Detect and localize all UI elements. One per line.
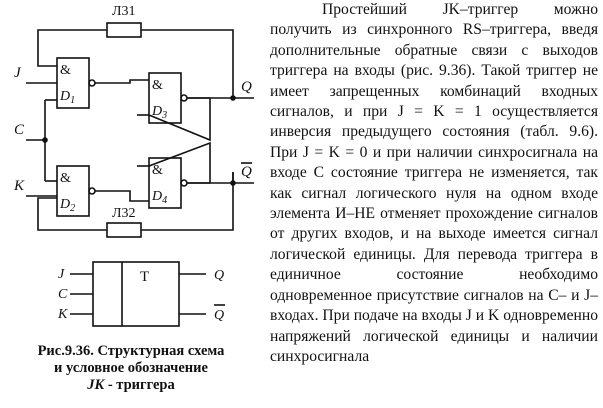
caption-line-3-rest: - триггера xyxy=(107,377,175,393)
figure-caption: Рис.9.36. Структурная схема и условное о… xyxy=(2,343,260,394)
jk-symbol-box xyxy=(92,261,180,327)
gate-d4-label: D4 xyxy=(151,189,167,206)
gate-d1-symbol: & xyxy=(60,63,71,78)
feedback-block-bottom xyxy=(106,222,142,238)
symbol-input-k: K xyxy=(57,307,68,322)
input-c-label: C xyxy=(14,122,25,138)
caption-line-3: JK - триггера xyxy=(2,377,260,394)
symbol-input-c: C xyxy=(58,287,68,302)
gate-d3-label: D3 xyxy=(151,104,167,121)
jk-symbol-t: T xyxy=(140,269,149,285)
symbol-output-q: Q xyxy=(214,268,224,283)
output-qbar-label: Q xyxy=(241,164,252,180)
symbol-input-j: J xyxy=(58,267,65,282)
gate-d3-symbol: & xyxy=(152,78,163,93)
caption-line-1: Рис.9.36. Структурная схема xyxy=(37,343,225,359)
input-j-label: J xyxy=(14,65,22,81)
label-feedback-bottom: Л32 xyxy=(112,206,136,221)
figure-9-36: Л31 Л32 & D1 & D2 & D3 & D4 J C xyxy=(0,0,262,408)
body-text-column: Простейший JK–триггер можно получить из … xyxy=(270,0,598,367)
caption-line-2: и условное обозначение xyxy=(54,360,208,376)
caption-jk: JK xyxy=(87,377,105,393)
gate-d4-symbol: & xyxy=(152,163,163,178)
gate-d2-label: D2 xyxy=(59,197,75,214)
input-k-label: K xyxy=(13,178,25,194)
symbol-output-qbar: Q xyxy=(214,308,224,323)
body-paragraph: Простейший JK–триггер можно получить из … xyxy=(270,1,598,365)
gate-d1-label: D1 xyxy=(59,89,75,106)
output-q-label: Q xyxy=(241,79,252,95)
gate-d2-symbol: & xyxy=(60,171,71,186)
feedback-block-top xyxy=(106,22,142,38)
label-feedback-top: Л31 xyxy=(112,4,136,19)
jk-flipflop-schematic: Л31 Л32 & D1 & D2 & D3 & D4 J C xyxy=(13,4,254,327)
